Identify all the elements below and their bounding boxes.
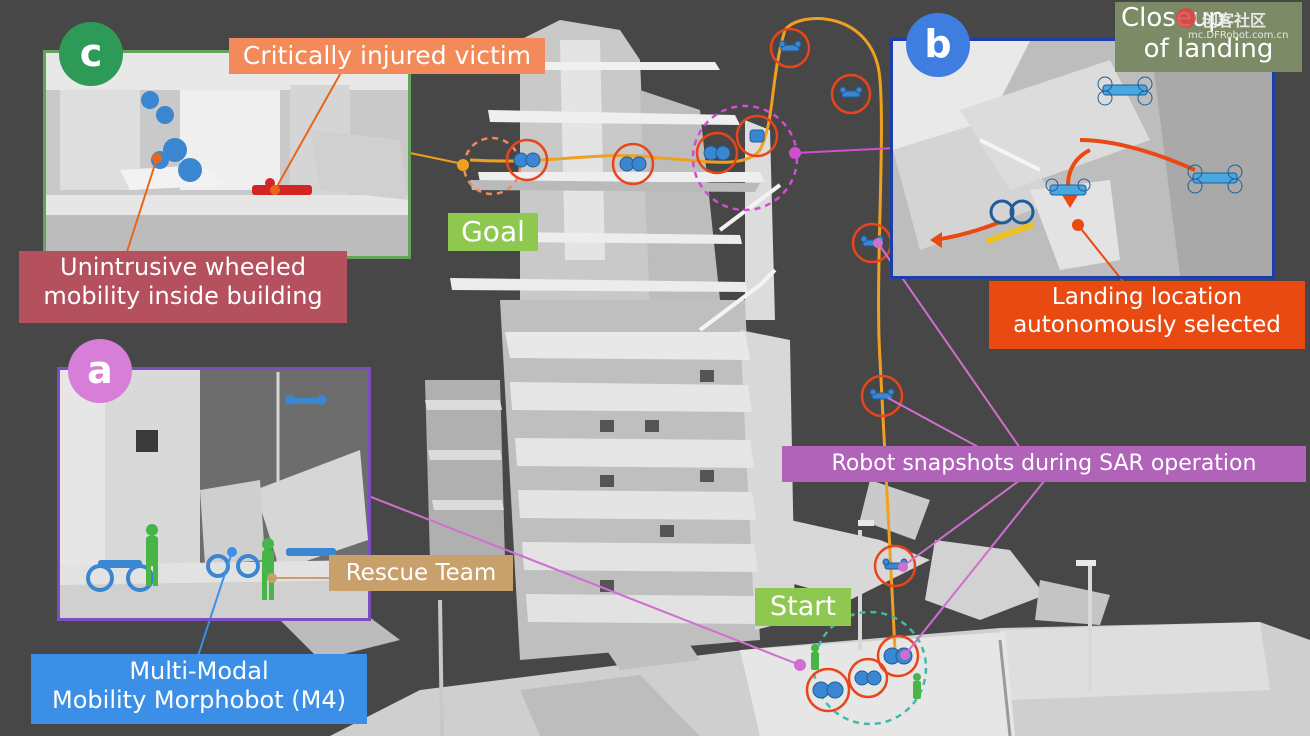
m4-label: Multi-Modal Mobility Morphobot (M4) <box>31 654 367 724</box>
snapshot-circle <box>505 138 549 182</box>
panel-b-badge: b <box>906 13 970 77</box>
watermark-logo <box>1176 8 1196 28</box>
panel-a-badge: a <box>68 339 132 403</box>
watermark-url: mc.DFRobot.com.cn <box>1188 30 1289 41</box>
snapshot-circle <box>876 634 920 678</box>
snapshot-circle <box>735 114 779 158</box>
snapshot-circle <box>873 544 917 588</box>
watermark: 创客社区 mc.DFRobot.com.cn <box>1176 6 1306 44</box>
critically-injured-label: Critically injured victim <box>229 38 545 74</box>
watermark-brand: 创客社区 <box>1202 11 1267 30</box>
snapshot-circle <box>830 73 872 115</box>
robot-snapshots <box>513 40 913 699</box>
closeup-label: Closeup of landing <box>1115 2 1302 72</box>
snapshot-circle <box>847 657 889 699</box>
inset-a-scene <box>60 370 368 657</box>
panel-c-badge: c <box>59 22 123 86</box>
pointer-dots <box>457 147 910 671</box>
snapshot-circle <box>860 374 904 418</box>
robot-snapshots-label: Robot snapshots during SAR operation <box>782 446 1306 482</box>
start-label: Start <box>755 588 851 626</box>
rescue-team-label: Rescue Team <box>329 555 513 591</box>
snapshot-circle <box>769 27 811 69</box>
rescuers-start <box>811 644 921 699</box>
inset-c-scene <box>46 53 408 259</box>
snapshot-circle <box>611 142 655 186</box>
panel-a-frame <box>57 367 371 621</box>
snapshot-circle <box>695 131 739 175</box>
panel-b-frame <box>890 38 1275 279</box>
collapsed-building <box>425 20 1096 736</box>
goal-label: Goal <box>448 213 538 251</box>
start-dashed-circle <box>812 610 928 726</box>
snapshot-circles <box>505 27 920 713</box>
landing-location-label: Landing location autonomously selected <box>989 281 1305 349</box>
snapshot-circle <box>805 667 851 713</box>
inset-b-scene <box>893 41 1272 285</box>
unintrusive-mobility-label: Unintrusive wheeled mobility inside buil… <box>19 251 347 323</box>
